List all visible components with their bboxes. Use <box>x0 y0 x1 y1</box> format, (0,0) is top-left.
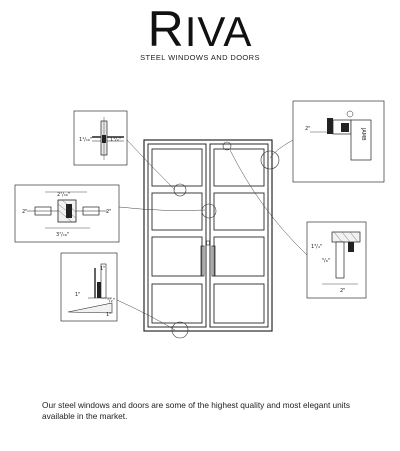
detail-mid-right: 1³/₄" ⁵/₈" 2" <box>306 221 367 299</box>
svg-text:2⁷/₁₆": 2⁷/₁₆" <box>57 192 70 198</box>
detail-mid-left: 2⁷/₁₆" 2" 2" 3⁷/₁₆" <box>14 184 120 243</box>
svg-text:2": 2" <box>340 288 345 294</box>
svg-text:2": 2" <box>305 126 310 132</box>
svg-text:2": 2" <box>106 209 111 215</box>
detail-top-right: 2" JAMB <box>292 100 385 183</box>
svg-text:1": 1" <box>75 292 80 298</box>
svg-text:JAMB: JAMB <box>360 127 366 141</box>
svg-text:3⁷/₁₆": 3⁷/₁₆" <box>56 232 69 238</box>
double-door <box>143 139 273 332</box>
detail-top-left: 1¹/₁₆" 1¹/₂" <box>73 110 128 166</box>
riva-logo: RIVA <box>147 1 253 57</box>
callout-circles <box>171 141 280 339</box>
svg-text:2": 2" <box>22 209 27 215</box>
brand-header: RIVA STEEL WINDOWS AND DOORS <box>0 1 400 62</box>
svg-text:⁵/₈": ⁵/₈" <box>322 258 330 264</box>
svg-text:¹/₂": ¹/₂" <box>107 298 115 304</box>
leader-lines <box>116 139 308 331</box>
svg-text:1³/₄": 1³/₄" <box>311 244 322 250</box>
tagline: STEEL WINDOWS AND DOORS <box>140 53 260 62</box>
svg-text:1¹/₂": 1¹/₂" <box>110 137 121 143</box>
svg-text:1": 1" <box>106 312 111 318</box>
svg-text:1": 1" <box>100 266 105 272</box>
product-description: Our steel windows and doors are some of … <box>42 400 351 421</box>
detail-bottom-left: 1" 1" ¹/₂" 1" <box>60 252 118 322</box>
svg-text:1¹/₁₆": 1¹/₁₆" <box>79 137 92 143</box>
